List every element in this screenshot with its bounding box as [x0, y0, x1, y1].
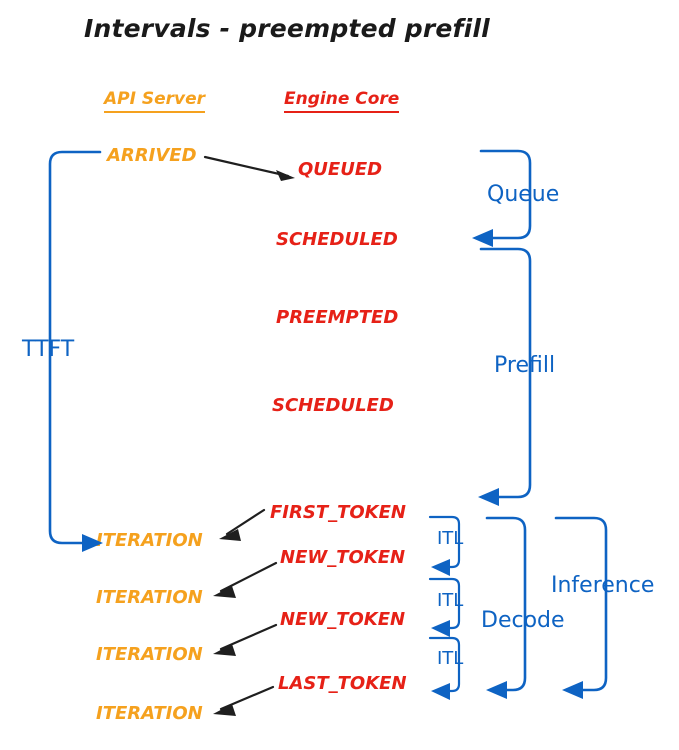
event-iteration-2: ITERATION — [96, 587, 203, 608]
interval-label-prefill: Prefill — [494, 353, 556, 378]
interval-label-itl-3: ITL — [437, 648, 464, 669]
event-iteration-1: ITERATION — [96, 530, 203, 551]
interval-label-queue: Queue — [487, 182, 560, 207]
event-scheduled-1: SCHEDULED — [276, 229, 398, 250]
column-header-api-server: API Server — [104, 89, 206, 113]
interval-label-itl-1: ITL — [437, 528, 464, 549]
event-queued: QUEUED — [298, 159, 383, 180]
arrow-first-token-to-iteration-1 — [219, 508, 266, 541]
interval-label-ttft: TTFT — [22, 337, 75, 362]
event-iteration-4: ITERATION — [96, 703, 203, 724]
event-preempted: PREEMPTED — [276, 307, 399, 328]
event-scheduled-2: SCHEDULED — [272, 395, 394, 416]
event-iteration-3: ITERATION — [96, 644, 203, 665]
arrow-new-token-1-to-iteration-2 — [213, 561, 278, 598]
event-last-token: LAST_TOKEN — [278, 673, 407, 694]
event-new-token-2: NEW_TOKEN — [280, 609, 406, 630]
arrow-new-token-2-to-iteration-3 — [213, 623, 278, 656]
page-title: Intervals - preempted prefill — [84, 14, 490, 43]
interval-label-itl-2: ITL — [437, 590, 464, 611]
event-new-token-1: NEW_TOKEN — [280, 547, 406, 568]
interval-label-inference: Inference — [551, 573, 655, 598]
event-arrived: ARRIVED — [107, 145, 197, 166]
column-header-engine-core: Engine Core — [284, 89, 400, 113]
arrow-last-token-to-iteration-4 — [213, 685, 275, 716]
interval-label-decode: Decode — [481, 608, 565, 633]
arrow-arrived-to-queued — [203, 155, 295, 181]
event-first-token: FIRST_TOKEN — [270, 502, 406, 523]
